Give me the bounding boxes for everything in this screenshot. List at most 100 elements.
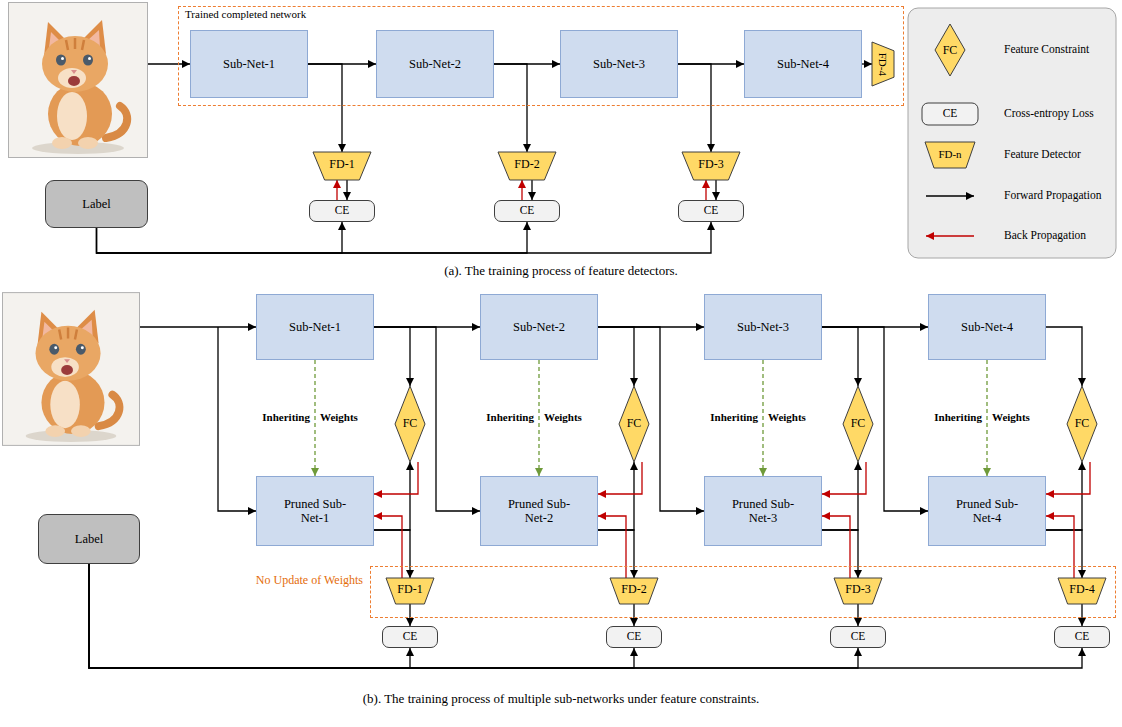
legend-panel bbox=[908, 8, 1116, 258]
legend-text: Feature Constraint bbox=[1004, 43, 1089, 55]
node-text: Label bbox=[75, 532, 103, 546]
legend-diamond-sample bbox=[935, 24, 965, 76]
legend-sample-text: CE bbox=[943, 107, 958, 121]
feature-constraint-diamond: FC bbox=[619, 386, 649, 462]
back-arrow bbox=[336, 180, 337, 200]
shape-outline bbox=[386, 578, 434, 604]
feature-constraint-diamond: FC bbox=[843, 386, 873, 462]
forward-arrow bbox=[374, 327, 480, 511]
node-text: Sub-Net-2 bbox=[409, 57, 461, 71]
forward-arrow bbox=[822, 462, 858, 530]
node-text: FC bbox=[1075, 417, 1090, 431]
legend-text: Feature Detector bbox=[1004, 148, 1081, 160]
pruned-sub-net-box: Pruned Sub-Net-4 bbox=[928, 476, 1046, 546]
forward-arrow bbox=[374, 530, 410, 578]
node-text: Trained completed network bbox=[185, 8, 306, 21]
back-arrow bbox=[374, 462, 418, 494]
node-text: Pruned Sub-Net-4 bbox=[951, 497, 1023, 526]
forward-arrow bbox=[822, 327, 858, 386]
node-text: Pruned Sub-Net-1 bbox=[279, 497, 351, 526]
inherit-note: Weights bbox=[544, 411, 582, 424]
forward-arrow bbox=[89, 564, 1082, 668]
pruned-sub-net-box: Pruned Sub-Net-3 bbox=[704, 476, 822, 546]
forward-arrow bbox=[494, 64, 527, 152]
inherit-note: Inheriting bbox=[262, 411, 310, 424]
input-arrow bbox=[218, 327, 256, 511]
sub-net-box: Sub-Net-2 bbox=[480, 294, 598, 360]
node-text: FD-4 bbox=[1069, 583, 1094, 597]
feature-detector: FD-3 bbox=[682, 152, 740, 180]
inherit-arrow bbox=[538, 360, 539, 476]
loss-box: CE bbox=[309, 200, 375, 222]
forward-arrow bbox=[89, 564, 410, 668]
forward-arrow bbox=[346, 180, 347, 200]
feature-detector: FD-1 bbox=[386, 578, 434, 604]
node-text: FD-4 bbox=[877, 52, 890, 75]
node-text: Sub-Net-1 bbox=[289, 320, 341, 334]
feature-detector: FD-2 bbox=[498, 152, 556, 180]
node-text: Sub-Net-3 bbox=[593, 57, 645, 71]
forward-arrow bbox=[409, 604, 410, 626]
node-text: CE bbox=[403, 630, 418, 643]
node-text: Sub-Net-1 bbox=[223, 57, 275, 71]
feature-detector: FD-4 bbox=[872, 42, 894, 86]
legend-entry: Feature Constraint bbox=[1004, 43, 1089, 57]
back-arrow bbox=[1046, 516, 1074, 578]
inherit-note: Inheriting bbox=[934, 411, 982, 424]
forward-arrow bbox=[633, 604, 634, 626]
forward-arrow bbox=[715, 180, 716, 200]
forward-arrow bbox=[857, 604, 858, 626]
node-text: CE bbox=[520, 204, 535, 217]
node-text: CE bbox=[1075, 630, 1090, 643]
forward-arrow bbox=[598, 530, 634, 578]
legend-text: Cross-entropy Loss bbox=[1004, 107, 1094, 119]
feature-constraint-diamond: FC bbox=[395, 386, 425, 462]
inherit-note: Inheriting bbox=[710, 411, 758, 424]
shape-outline bbox=[395, 386, 425, 462]
forward-arrow bbox=[97, 222, 528, 253]
sub-net-box: Sub-Net-1 bbox=[256, 294, 374, 360]
node-text: CE bbox=[704, 204, 719, 217]
back-arrow bbox=[1046, 462, 1090, 494]
loss-box: CE bbox=[494, 200, 560, 222]
node-text: FD-1 bbox=[329, 158, 354, 172]
shape-outline bbox=[498, 152, 556, 180]
figure-caption: (b). The training process of multiple su… bbox=[363, 691, 760, 707]
node-text: No Update of Weights bbox=[256, 574, 363, 588]
node-text: Pruned Sub-Net-2 bbox=[503, 497, 575, 526]
legend-sample-text: FC bbox=[943, 43, 958, 57]
node-text: FC bbox=[403, 417, 418, 431]
legend-entry: Back Propagation bbox=[1004, 229, 1086, 243]
forward-arrow bbox=[598, 327, 634, 386]
node-text: FC bbox=[627, 417, 642, 431]
back-arrow bbox=[598, 462, 642, 494]
legend-detector-sample bbox=[925, 142, 975, 168]
feature-detector: FD-3 bbox=[834, 578, 882, 604]
forward-arrow bbox=[862, 63, 872, 64]
feature-constraint-diamond: FC bbox=[1067, 386, 1097, 462]
input-arrow bbox=[140, 326, 256, 327]
forward-arrow bbox=[1081, 604, 1082, 626]
node-text: FD-3 bbox=[698, 158, 723, 172]
loss-box: CE bbox=[606, 626, 662, 648]
forward-arrow bbox=[822, 530, 858, 578]
legend-sample-text: FD-n bbox=[938, 148, 961, 161]
forward-arrow bbox=[598, 327, 704, 511]
sub-net-box: Sub-Net-3 bbox=[560, 30, 678, 98]
forward-arrow bbox=[1046, 462, 1082, 530]
shape-outline bbox=[834, 578, 882, 604]
label-box: Label bbox=[38, 514, 140, 564]
node-text: FD-3 bbox=[845, 583, 870, 597]
shape-outline bbox=[1067, 386, 1097, 462]
forward-arrow bbox=[89, 564, 634, 668]
shape-outline bbox=[313, 152, 371, 180]
legend-text: Forward Propagation bbox=[1004, 189, 1101, 201]
inherit-arrow bbox=[314, 360, 315, 476]
node-text: FD-2 bbox=[621, 583, 646, 597]
loss-box: CE bbox=[830, 626, 886, 648]
group-frame: Trained completed networkSub-Net-1 Sub-Ne… bbox=[178, 6, 904, 106]
inherit-note: Weights bbox=[768, 411, 806, 424]
forward-arrow bbox=[374, 327, 410, 386]
kitten-photo bbox=[9, 3, 148, 158]
